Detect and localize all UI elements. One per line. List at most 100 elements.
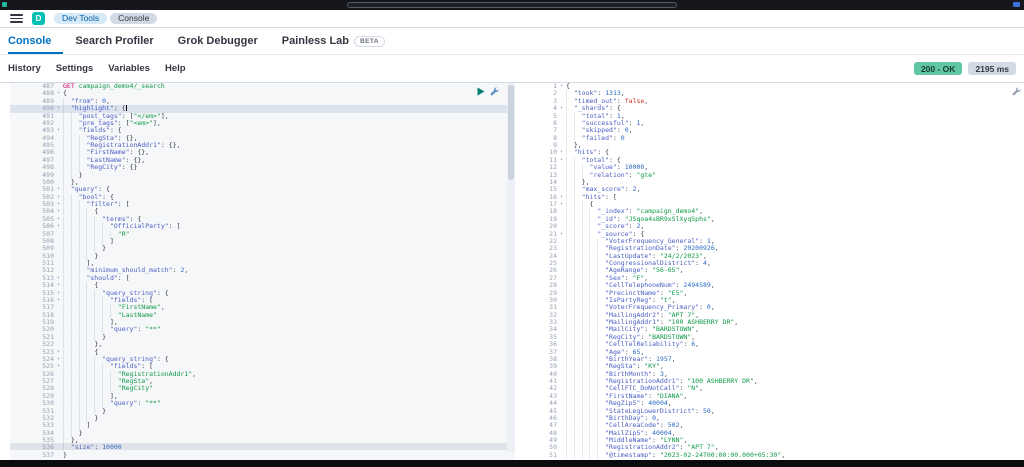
fold-toggle-icon[interactable]: ▾ [56, 208, 60, 215]
request-vertical-scrollbar[interactable] [507, 83, 515, 452]
code-line[interactable]: 21▾ "_source": { [523, 230, 1024, 238]
code-line[interactable]: 8 "failed": 0 [523, 134, 1024, 142]
code-line[interactable]: 9 }, [523, 141, 1024, 149]
code-line[interactable]: 498 "RegCity": {} [10, 163, 515, 171]
fold-toggle-icon[interactable]: ▾ [559, 156, 563, 163]
code-line[interactable]: 508 ] [10, 237, 515, 245]
fold-toggle-icon[interactable]: ▾ [559, 201, 563, 207]
console-menu-help[interactable]: Help [164, 63, 186, 74]
fold-toggle-icon[interactable]: ▾ [56, 289, 60, 296]
fold-toggle-icon[interactable]: ▾ [56, 282, 60, 289]
fold-toggle-icon[interactable]: ▾ [56, 296, 60, 303]
code-line[interactable]: 20 "_score": 2, [523, 222, 1024, 230]
code-line[interactable]: 41 "RegistrationAddr1": "100 ASHBERRY DR… [523, 377, 1024, 385]
code-line[interactable]: 42 "CellFTC_DoNotCall": "N", [523, 384, 1024, 392]
code-line[interactable]: 533 ] [10, 421, 515, 429]
code-line[interactable]: 537} [10, 451, 515, 459]
code-line[interactable]: 525▾ "fields": [ [10, 362, 515, 370]
code-line[interactable]: 29 "PrecinctName": "E5", [523, 289, 1024, 297]
code-line[interactable]: 521 } [10, 333, 515, 341]
code-line[interactable]: 47 "CellAreaCode": 502, [523, 421, 1024, 429]
fold-toggle-icon[interactable]: ▾ [56, 348, 60, 355]
code-line[interactable]: 28 "CellTelephoneNum": 2494589, [523, 281, 1024, 289]
code-line[interactable]: 23 "RegistrationDate": 20200926, [523, 244, 1024, 252]
code-line[interactable]: 532 } [10, 414, 515, 422]
code-line[interactable]: 489 "from": 0, [10, 97, 515, 105]
fold-toggle-icon[interactable]: ▾ [559, 83, 563, 89]
code-line[interactable]: 536 "size": 10000 [10, 443, 515, 451]
code-line[interactable]: 516▾ "fields": [ [10, 296, 515, 304]
code-line[interactable]: 495 "RegistrationAddr1": {}, [10, 141, 515, 149]
code-line[interactable]: 22 "VoterFrequency_General": 1, [523, 237, 1024, 245]
code-line[interactable]: 43 "FirstName": "DIANA", [523, 392, 1024, 400]
code-line[interactable]: 40 "BirthMonth": 3, [523, 370, 1024, 378]
fold-toggle-icon[interactable]: ▾ [56, 105, 60, 112]
code-line[interactable]: 6 "successful": 1, [523, 119, 1024, 127]
code-line[interactable]: 51 "@timestamp": "2023-02-24T00:00:00.00… [523, 451, 1024, 459]
code-line[interactable]: 24 "LastUpdate": "24/2/2023", [523, 252, 1024, 260]
code-line[interactable]: 527 "RegSta", [10, 377, 515, 385]
code-line[interactable]: 502▾ "bool": { [10, 193, 515, 201]
code-line[interactable]: 528 "RegCity" [10, 384, 515, 392]
code-line[interactable]: 490▾ "highlight": { [10, 104, 515, 113]
code-line[interactable]: 511 ], [10, 259, 515, 267]
code-line[interactable]: 509 } [10, 244, 515, 252]
code-line[interactable]: 488▾{ [10, 89, 515, 97]
console-menu-history[interactable]: History [8, 63, 41, 74]
fold-toggle-icon[interactable]: ▾ [559, 105, 563, 112]
code-line[interactable]: 524▾ "query_string": { [10, 355, 515, 363]
code-line[interactable]: 12 "value": 10000, [523, 163, 1024, 171]
code-line[interactable]: 518 "LastName" [10, 311, 515, 319]
code-line[interactable]: 493▾ "fields": { [10, 126, 515, 134]
code-line[interactable]: 44 "RegZip5": 40004, [523, 399, 1024, 407]
response-options-button[interactable] [1012, 84, 1021, 99]
code-line[interactable]: 499 } [10, 171, 515, 179]
code-line[interactable]: 13 "relation": "gte" [523, 171, 1024, 179]
fold-toggle-icon[interactable]: ▾ [56, 274, 60, 281]
code-line[interactable]: 531 } [10, 407, 515, 415]
code-line[interactable]: 501▾ "query": { [10, 185, 515, 193]
fold-toggle-icon[interactable]: ▾ [56, 363, 60, 370]
request-horizontal-scrollbar[interactable] [10, 443, 507, 450]
code-line[interactable]: 10▾ "hits": { [523, 148, 1024, 156]
code-line[interactable]: 519 ], [10, 318, 515, 326]
fold-toggle-icon[interactable]: ▾ [56, 193, 60, 200]
code-line[interactable]: 526 "RegistrationAddr1", [10, 370, 515, 378]
code-line[interactable]: 522 }, [10, 340, 515, 348]
deployment-avatar[interactable]: D [32, 12, 45, 25]
code-line[interactable]: 492 "pre_tags": ["<em>"], [10, 119, 515, 127]
code-line[interactable]: 520 "query": "**" [10, 325, 515, 333]
code-line[interactable]: 505▾ "terms": { [10, 215, 515, 223]
console-menu-settings[interactable]: Settings [55, 63, 94, 74]
code-line[interactable]: 523▾ { [10, 348, 515, 356]
code-line[interactable]: 16▾ "hits": [ [523, 193, 1024, 201]
code-line[interactable]: 510 } [10, 252, 515, 260]
code-line[interactable]: 1▾{ [523, 83, 1024, 90]
code-line[interactable]: 496 "FirstName": {}, [10, 148, 515, 156]
fold-toggle-icon[interactable]: ▾ [56, 201, 60, 207]
code-line[interactable]: 11▾ "total": { [523, 156, 1024, 164]
code-line[interactable]: 497 "LastName": {}, [10, 156, 515, 164]
code-line[interactable]: 535 }, [10, 436, 515, 444]
code-line[interactable]: 32 "MailingAddr2": "APT 7", [523, 311, 1024, 319]
code-line[interactable]: 507 "R" [10, 230, 515, 238]
menu-icon[interactable] [10, 14, 23, 23]
code-line[interactable]: 25 "CongressionalDistrict": 4, [523, 259, 1024, 267]
code-line[interactable]: 37 "Age": 65, [523, 348, 1024, 356]
code-line[interactable]: 2 "took": 1313, [523, 89, 1024, 97]
code-line[interactable]: 48 "MailZip5": 40004, [523, 429, 1024, 437]
code-line[interactable]: 27 "Sex": "F", [523, 274, 1024, 282]
code-line[interactable]: 530 "query": "**" [10, 399, 515, 407]
fold-toggle-icon[interactable]: ▾ [56, 90, 60, 97]
code-line[interactable]: 14 }, [523, 178, 1024, 186]
code-line[interactable]: 5 "total": 1, [523, 112, 1024, 120]
code-line[interactable]: 7 "skipped": 0, [523, 126, 1024, 134]
code-line[interactable]: 534 } [10, 429, 515, 437]
breadcrumb-dev-tools[interactable]: Dev Tools [54, 13, 108, 24]
code-line[interactable]: 34 "MailCity": "BARDSTOWN", [523, 325, 1024, 333]
code-line[interactable]: 491 "post_tags": ["</em>"], [10, 112, 515, 120]
chrome-address-bar[interactable] [347, 2, 677, 8]
code-line[interactable]: 46 "BirthDay": 0, [523, 414, 1024, 422]
